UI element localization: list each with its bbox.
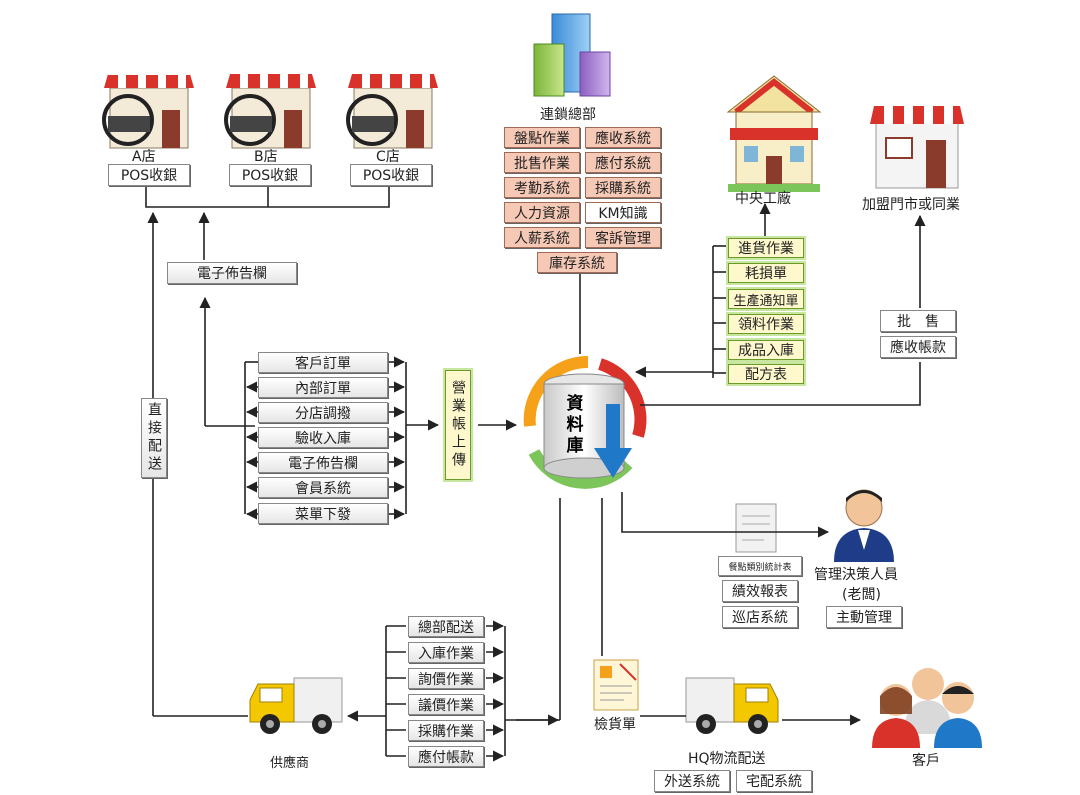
sales-upload-box: 營業帳上傳 [445, 370, 471, 480]
database-char-3: 庫 [567, 435, 584, 456]
store-c-icon [346, 74, 438, 149]
hq-building-icon [533, 13, 611, 97]
database-icon [523, 355, 647, 489]
hq-item-5: 採購系統 [585, 177, 661, 198]
logistics-item-0: 外送系統 [654, 770, 730, 792]
hq-item-8: 人薪系統 [504, 227, 580, 248]
hq-item-0: 盤點作業 [504, 127, 580, 148]
hq-item-10: 庫存系統 [537, 252, 617, 273]
store-op-0: 客戶訂單 [258, 352, 388, 373]
store-op-4: 電子佈告欄 [258, 452, 388, 473]
hq-item-7: KM知識 [585, 202, 661, 223]
report-document-icon [735, 503, 777, 553]
hq-item-6: 人力資源 [504, 202, 580, 223]
store-op-1: 內部訂單 [258, 377, 388, 398]
hq-item-1: 應收系統 [585, 127, 661, 148]
factory-item-4: 成品入庫 [728, 340, 804, 360]
store-c-label: C店 [376, 149, 400, 165]
store-c-pos: POS收銀 [350, 164, 432, 186]
hq-item-2: 批售作業 [504, 152, 580, 173]
supplier-op-0: 總部配送 [408, 616, 484, 637]
supplier-op-2: 詢價作業 [408, 668, 484, 689]
supplier-op-4: 採購作業 [408, 720, 484, 741]
mgmt-title: 管理決策人員 [814, 567, 898, 583]
franchise-item-0: 批 售 [880, 310, 956, 332]
factory-item-1: 耗損單 [728, 263, 804, 283]
store-op-3: 驗收入庫 [258, 427, 388, 448]
mgmt-doc-label: 餐點類別統計表 [718, 556, 802, 576]
store-op-2: 分店調撥 [258, 402, 388, 423]
supplier-label: 供應商 [270, 756, 310, 771]
franchise-store-icon [870, 106, 964, 189]
store-op-5: 會員系統 [258, 477, 388, 498]
factory-icon [726, 75, 822, 192]
hq-title: 連鎖總部 [540, 107, 596, 123]
store-a-label: A店 [132, 149, 156, 165]
mgmt-item-0: 績效報表 [722, 580, 798, 602]
database-char-1: 資 [567, 394, 584, 414]
store-op-6: 菜單下發 [258, 503, 388, 524]
supplier-op-3: 議價作業 [408, 694, 484, 715]
logistics-truck-icon [685, 677, 779, 734]
hq-item-3: 應付系統 [585, 152, 661, 173]
supplier-op-1: 入庫作業 [408, 642, 484, 663]
franchise-title: 加盟門市或同業 [862, 197, 960, 213]
supplier-op-5: 應付帳款 [408, 746, 484, 767]
mgmt-subtitle: (老闆) [842, 587, 881, 603]
bulletin-box: 電子佈告欄 [167, 262, 297, 284]
manager-icon [834, 489, 894, 562]
logistics-item-1: 宅配系統 [736, 770, 812, 792]
database-char-2: 料 [567, 414, 584, 435]
factory-item-3: 領料作業 [728, 314, 804, 334]
mgmt-item-1: 巡店系統 [722, 606, 798, 628]
store-a-pos: POS收銀 [108, 164, 190, 186]
logistics-label: HQ物流配送 [688, 751, 766, 767]
inspection-sheet-icon [593, 659, 639, 711]
factory-item-0: 進貨作業 [728, 238, 804, 258]
store-b-label: B店 [254, 149, 278, 165]
customer-label: 客戶 [912, 753, 940, 769]
store-b-icon [224, 74, 316, 149]
factory-item-2: 生產通知單 [728, 289, 804, 309]
store-a-icon [102, 73, 194, 149]
store-b-pos: POS收銀 [229, 164, 311, 186]
direct-delivery-box: 直接配送 [141, 398, 167, 478]
hq-item-9: 客訴管理 [585, 227, 661, 248]
supplier-truck-icon [249, 677, 343, 734]
franchise-item-1: 應收帳款 [880, 336, 956, 358]
factory-item-5: 配方表 [728, 364, 804, 384]
inspection-label: 檢貨單 [594, 717, 636, 733]
customers-icon [872, 668, 982, 748]
hq-item-4: 考勤系統 [504, 177, 580, 198]
mgmt-active: 主動管理 [826, 606, 902, 628]
factory-title: 中央工廠 [735, 191, 791, 207]
connectors [145, 186, 926, 762]
